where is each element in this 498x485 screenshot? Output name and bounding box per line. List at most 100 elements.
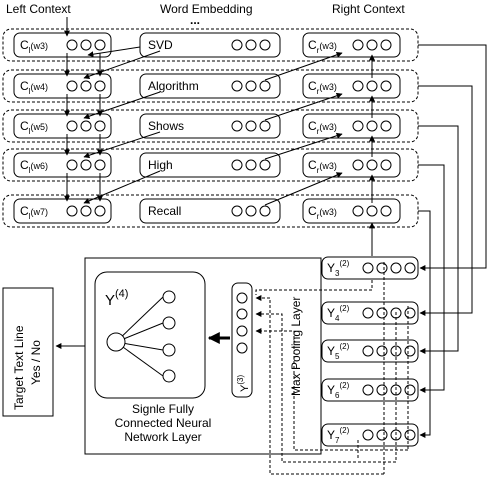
connector-path	[418, 125, 459, 354]
connector-path	[255, 280, 373, 295]
connector-path	[418, 85, 473, 316]
neuron-node	[245, 39, 257, 51]
hidden-node	[162, 369, 176, 383]
connector-line	[83, 50, 161, 80]
word-embedding-label: Word Embedding	[160, 2, 253, 16]
neuron-node	[352, 120, 364, 132]
neuron-node	[380, 205, 392, 217]
neuron-node	[231, 39, 243, 51]
neuron-node	[390, 262, 402, 274]
y2-vector-label: Y5(2)	[327, 342, 350, 361]
word-label: Shows	[148, 119, 184, 133]
neuron-node	[94, 159, 106, 171]
neuron-node	[380, 80, 392, 92]
neuron-node	[380, 159, 392, 171]
right-context-box	[302, 198, 401, 224]
y2-vector-label: Y6(2)	[327, 381, 350, 400]
word-embedding-box	[139, 113, 281, 139]
neuron-node	[245, 120, 257, 132]
neuron-node	[66, 39, 78, 51]
right-context-label: Right Context	[332, 2, 405, 16]
hidden-node	[162, 316, 176, 330]
neuron-node	[362, 262, 374, 274]
neuron-node	[80, 205, 92, 217]
right-context-label: Cr(w3)	[308, 158, 337, 175]
connector-path	[255, 295, 384, 475]
left-context-box	[13, 113, 112, 139]
y2-vector-label: Y7(2)	[327, 426, 350, 445]
hidden-node	[162, 290, 176, 304]
neuron-node	[259, 120, 271, 132]
fc-caption-line1: Signle Fully	[132, 402, 194, 416]
word-label: Recall	[148, 204, 181, 218]
neuron-node	[362, 345, 374, 357]
y2-vector: Y4(2)	[321, 301, 419, 325]
neuron-node	[231, 120, 243, 132]
neuron-node	[366, 120, 378, 132]
left-context-label: Cl(w6)	[20, 158, 48, 175]
y2-vector-label: Y4(2)	[327, 304, 350, 323]
left-context-label: Cl(w7)	[20, 204, 48, 221]
neuron-node	[376, 262, 388, 274]
word-label: SVD	[148, 38, 173, 52]
y4-output-label: Y(4)	[105, 288, 128, 309]
neuron-node	[404, 429, 416, 441]
connector-path	[418, 210, 431, 438]
neuron-node	[259, 39, 271, 51]
left-context-label: Cl(w4)	[20, 79, 48, 96]
neuron-node	[376, 429, 388, 441]
y2-vectors: Y3(2) Y4(2) Y5(2) Y6(2) Y7(2)	[321, 256, 419, 447]
y2-vector-box	[321, 339, 419, 363]
word-embedding-box	[139, 152, 281, 178]
neuron-node	[376, 307, 388, 319]
neuron-node	[80, 39, 92, 51]
output-node	[106, 332, 126, 352]
word-label: High	[148, 158, 173, 172]
fc-caption-line2: Connected Neural	[115, 416, 212, 430]
neuron-node	[94, 205, 106, 217]
word-embedding-box	[139, 73, 281, 99]
y2-vector: Y3(2)	[321, 256, 419, 280]
neuron-node	[66, 120, 78, 132]
neuron-node	[94, 39, 106, 51]
y3-label: Y(3)	[236, 375, 251, 392]
neuron-node	[245, 80, 257, 92]
neuron-node	[362, 384, 374, 396]
right-context-label: Cr(w3)	[308, 79, 337, 96]
neuron-node	[366, 205, 378, 217]
neuron-node	[259, 159, 271, 171]
neuron-node	[376, 345, 388, 357]
target-label-line1: Target Text Line	[12, 325, 26, 410]
connector-line	[264, 92, 343, 121]
neuron-node	[259, 80, 271, 92]
right-context-box	[302, 152, 401, 178]
neuron-node	[66, 159, 78, 171]
neuron-node	[390, 345, 402, 357]
neuron-node	[352, 159, 364, 171]
y2-vector: Y6(2)	[321, 378, 419, 402]
left-context-box	[13, 152, 112, 178]
connector-path	[418, 164, 445, 393]
neuron-node	[231, 159, 243, 171]
neuron-node	[94, 80, 106, 92]
connector-path	[255, 311, 396, 463]
right-context-label: Cr(w3)	[308, 119, 337, 136]
neuron-node	[404, 262, 416, 274]
neuron-node	[362, 429, 374, 441]
neuron-node	[231, 80, 243, 92]
fc-network-graph	[106, 290, 176, 383]
neuron-node	[245, 159, 257, 171]
max-pooling-label: Max Pooling Layer	[289, 297, 303, 396]
left-context-box	[13, 198, 112, 224]
fc-network-box	[94, 271, 206, 399]
neuron-node	[380, 120, 392, 132]
neuron-node	[231, 205, 243, 217]
right-context-box	[302, 73, 401, 99]
neuron-node	[259, 205, 271, 217]
neuron-node	[362, 307, 374, 319]
neuron-node	[404, 384, 416, 396]
left-context-box	[13, 32, 112, 58]
